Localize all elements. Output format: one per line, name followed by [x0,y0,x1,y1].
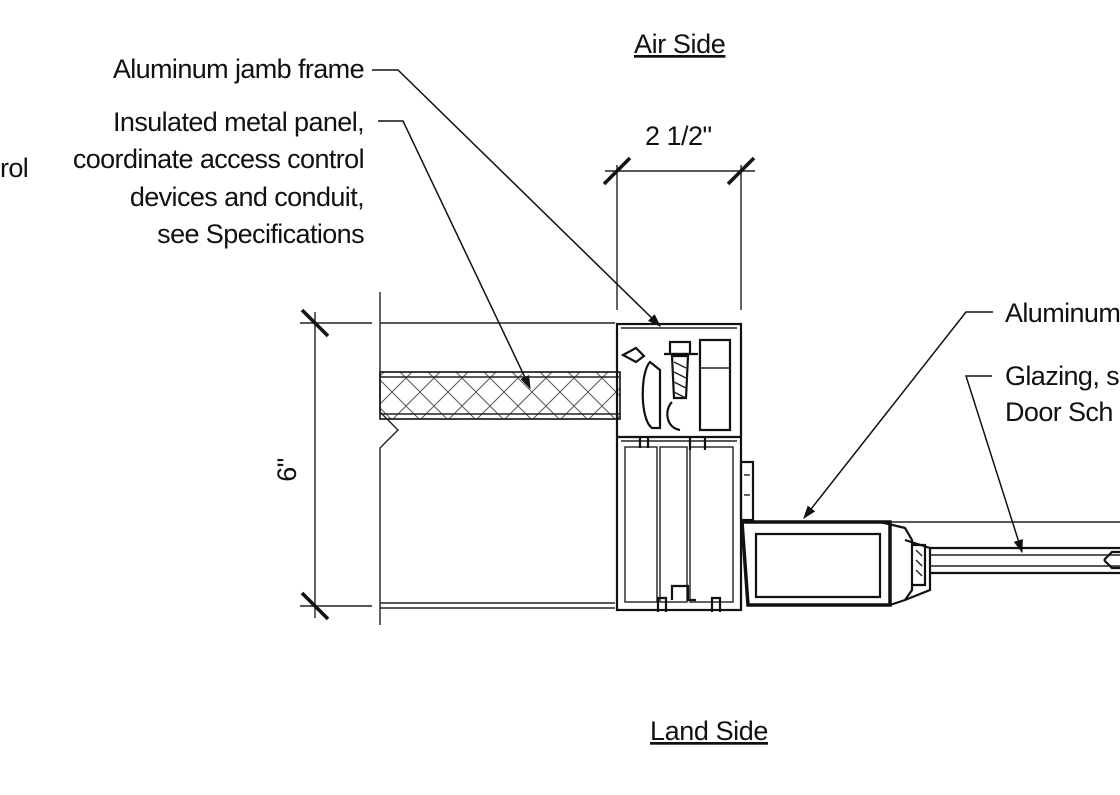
panel-label-line-4: see Specifications [157,219,364,249]
panel-label-line-2: coordinate access control [73,144,364,174]
width-dimension-text: 2 1/2" [645,121,712,151]
jamb-frame-label: Aluminum jamb frame [113,54,364,84]
aluminum-stile-label: Aluminum [1005,298,1120,328]
partial-left-label: rol [0,153,28,183]
air-side-label: Air Side [634,29,725,59]
leader-lines [372,69,1023,554]
land-side-label: Land Side [650,716,768,746]
dimension-width [602,156,756,310]
panel-label-line-3: devices and conduit, [130,182,364,212]
door-stile-profile [740,520,1120,607]
jamb-frame-profile [615,322,755,612]
glazing-label-line-1: Glazing, s [1005,361,1119,391]
panel-label-line-1: Insulated metal panel, [113,107,364,137]
glazing-label-line-2: Door Sch [1005,397,1113,427]
dimension-height [300,308,372,621]
height-dimension-text: 6" [272,458,302,482]
insulated-panel-section [379,292,621,625]
